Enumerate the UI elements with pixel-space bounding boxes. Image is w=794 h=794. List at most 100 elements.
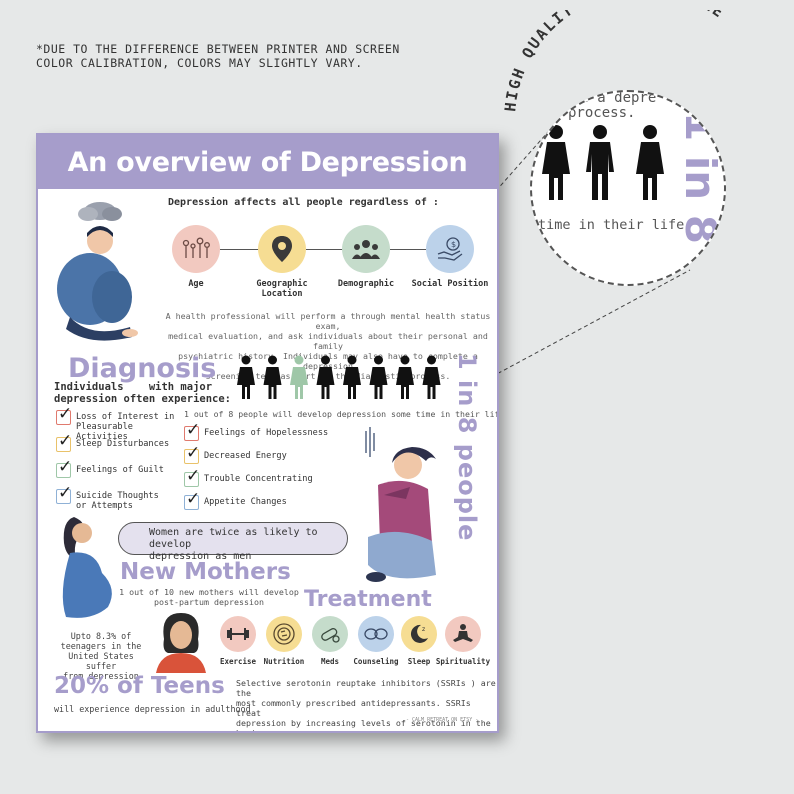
new-mothers-line: post-partum depression bbox=[154, 597, 264, 607]
teens-statistic: Upto 8.3% of teenagers in the United Sta… bbox=[58, 631, 144, 681]
color-disclaimer: *DUE TO THE DIFFERENCE BETWEEN PRINTER A… bbox=[36, 42, 400, 70]
demographic-circle bbox=[342, 225, 390, 273]
zoom-side-text: 1 in 8 bbox=[676, 112, 725, 244]
zoom-top-text-2: process. bbox=[568, 105, 636, 121]
treatment-label: Sleep bbox=[407, 657, 431, 666]
sleep-circle: z bbox=[401, 616, 437, 652]
treatment-label: Nutrition bbox=[263, 657, 305, 666]
checkbox-icon bbox=[184, 489, 200, 510]
chat-icon bbox=[364, 628, 388, 640]
ratio-caption: 1 out of 8 people will develop depressio… bbox=[184, 409, 499, 419]
plate-icon bbox=[273, 623, 295, 645]
diagnosis-subtitle-1: Individuals with major bbox=[54, 381, 213, 393]
person-figure bbox=[237, 355, 255, 399]
moon-icon: z bbox=[410, 624, 428, 643]
exam-line: A health professional will perform a thr… bbox=[165, 311, 491, 331]
counseling-circle bbox=[358, 616, 394, 652]
person-figure bbox=[263, 355, 282, 399]
symptom-item: Suicide Thoughts or Attempts bbox=[56, 483, 166, 511]
etsy-credit: - CALM RETREAT ON ETSY - bbox=[406, 717, 479, 723]
person-figure bbox=[369, 355, 388, 399]
svg-text:z: z bbox=[422, 626, 425, 633]
category-label-geographic: Geographic Location bbox=[256, 279, 308, 299]
title-bar: An overview of Depression bbox=[38, 135, 497, 189]
treatment-label: Meds bbox=[320, 657, 340, 666]
symptom-item: Sleep Disturbances bbox=[56, 431, 170, 452]
sad-person-illustration bbox=[57, 202, 138, 341]
teens-title: 20% of Teens bbox=[54, 673, 225, 699]
checkbox-icon bbox=[184, 420, 200, 441]
person-figure-highlighted bbox=[290, 355, 308, 399]
svg-text:$: $ bbox=[451, 240, 456, 249]
zoom-figures bbox=[542, 125, 664, 200]
ssri-line: most commonly prescribed antidepressants… bbox=[236, 698, 471, 718]
geographic-circle bbox=[258, 225, 306, 273]
ssri-line: depression by increasing levels of serot… bbox=[236, 718, 491, 733]
category-label-demographic: Demographic bbox=[337, 279, 395, 289]
meditation-icon bbox=[453, 624, 473, 642]
treatment-label: Exercise bbox=[219, 657, 257, 666]
symptom-item: Feelings of Hopelessness bbox=[184, 420, 329, 441]
treatment-title: Treatment bbox=[304, 587, 432, 612]
new-mothers-line: 1 out of 10 new mothers will develop bbox=[119, 587, 299, 597]
person-figure bbox=[396, 355, 414, 399]
age-circle bbox=[172, 225, 220, 273]
teens-line: United States suffer bbox=[68, 651, 134, 671]
person-figure bbox=[343, 355, 361, 399]
poster-title: An overview of Depression bbox=[67, 146, 468, 178]
meds-circle bbox=[312, 616, 348, 652]
depression-poster: An overview of Depression Depression aff… bbox=[36, 133, 499, 733]
distressed-woman-illustration bbox=[365, 427, 436, 582]
symptom-item: Loss of Interest in Pleasurable Activiti… bbox=[56, 404, 188, 442]
symptom-text: Appetite Changes bbox=[204, 497, 287, 507]
symptom-text: Loss of Interest in Pleasurable Activiti… bbox=[76, 412, 175, 442]
symptom-text: Trouble Concentrating bbox=[204, 474, 313, 484]
checkbox-icon bbox=[56, 431, 72, 452]
exam-line: medical evaluation, and ask individuals … bbox=[168, 331, 488, 351]
one-in-eight-figures bbox=[237, 355, 441, 399]
symptom-text: Feelings of Hopelessness bbox=[204, 428, 329, 438]
exercise-circle bbox=[220, 616, 256, 652]
location-pin-icon bbox=[272, 236, 292, 262]
category-label-social: Social Position bbox=[411, 279, 489, 289]
zoom-magnifier: te a depre process. time in their life 1… bbox=[530, 90, 726, 286]
ssri-paragraph: Selective serotonin reuptake inhibitors … bbox=[236, 678, 497, 733]
teens-line: from depression bbox=[63, 671, 139, 681]
exam-line: psychiatric history. Individuals may als… bbox=[178, 351, 478, 371]
social-position-circle: $ bbox=[426, 225, 474, 273]
symptom-item: Decreased Energy bbox=[184, 443, 287, 464]
checkbox-icon bbox=[56, 457, 72, 478]
teens-line: teenagers in the bbox=[60, 641, 142, 651]
nutrition-circle bbox=[266, 616, 302, 652]
women-pill-line-1: Women are twice as likely to develop bbox=[149, 527, 318, 550]
teens-caption: will experience depression in adulthood bbox=[54, 704, 251, 714]
checkbox-icon bbox=[184, 466, 200, 487]
checkbox-icon bbox=[56, 483, 72, 504]
zoom-top-text-1: te a depre bbox=[572, 90, 657, 106]
affects-heading: Depression affects all people regardless… bbox=[168, 197, 439, 208]
ssri-line: Selective serotonin reuptake inhibitors … bbox=[236, 678, 496, 698]
symptom-item: Trouble Concentrating bbox=[184, 466, 313, 487]
new-mothers-text: 1 out of 10 new mothers will develop pos… bbox=[114, 587, 304, 607]
symptom-text: Suicide Thoughts or Attempts bbox=[76, 491, 159, 511]
connector-line bbox=[390, 249, 426, 250]
symptom-item: Feelings of Guilt bbox=[56, 457, 164, 478]
treatment-label: Counseling bbox=[353, 657, 399, 666]
symptom-text: Decreased Energy bbox=[204, 451, 287, 461]
dumbbell-icon bbox=[227, 628, 249, 640]
women-pill-line-2: depression as men bbox=[149, 551, 252, 562]
connector-line bbox=[306, 249, 344, 250]
checkbox-icon bbox=[56, 404, 72, 425]
person-figure bbox=[316, 355, 335, 399]
disclaimer-line-1: *DUE TO THE DIFFERENCE BETWEEN PRINTER A… bbox=[36, 42, 400, 56]
symptom-text: Sleep Disturbances bbox=[76, 439, 170, 449]
teen-illustration bbox=[156, 613, 206, 673]
connector-line bbox=[220, 249, 260, 250]
category-label-age: Age bbox=[188, 279, 204, 289]
people-group-icon bbox=[352, 240, 380, 259]
family-icon bbox=[182, 237, 210, 258]
pregnant-woman-illustration bbox=[62, 517, 112, 618]
new-mothers-title: New Mothers bbox=[120, 559, 291, 585]
diagnosis-subtitle-2: depression often experience: bbox=[54, 393, 232, 405]
hand-coin-icon: $ bbox=[437, 237, 463, 261]
